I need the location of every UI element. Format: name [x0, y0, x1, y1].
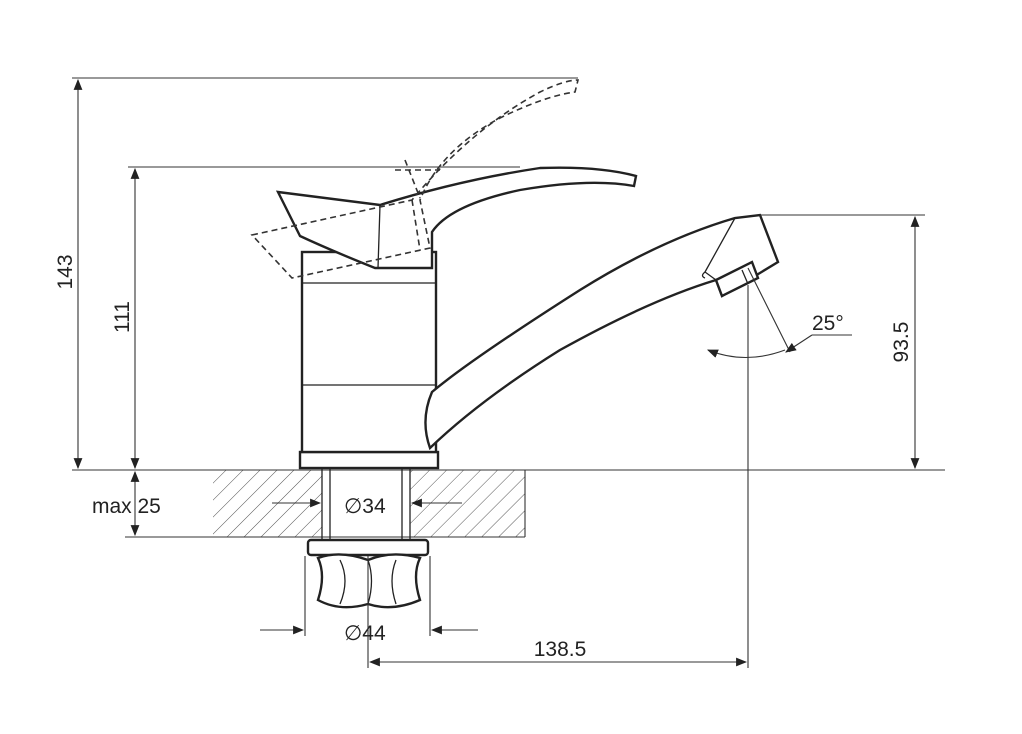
dimension-total-height: 143 — [54, 77, 578, 470]
label-111: 111 — [111, 301, 134, 333]
faucet-body — [298, 250, 440, 470]
dimension-spout-angle: 25° — [706, 267, 852, 358]
dimension-spout-reach: 138.5 — [367, 285, 749, 668]
countertop — [72, 469, 945, 538]
label-25-deg: 25° — [812, 312, 844, 335]
dimension-spout-height: 93.5 — [760, 214, 925, 470]
label-max-25: max 25 — [92, 495, 161, 518]
dimension-mount-diameter: ∅34 — [272, 495, 462, 518]
spout — [424, 213, 780, 451]
label-138-5: 138.5 — [534, 638, 587, 661]
dimension-nut-diameter: ∅44 — [260, 556, 478, 645]
dimension-handle-height: 111 — [111, 166, 520, 470]
label-d34: ∅34 — [344, 495, 386, 518]
label-93-5: 93.5 — [890, 322, 913, 363]
dimension-counter-thickness: max 25 — [92, 470, 161, 537]
label-d44: ∅44 — [344, 622, 386, 645]
lever-handle-raised — [250, 79, 580, 279]
lever-handle — [275, 166, 638, 270]
mounting-nut — [306, 538, 430, 609]
label-143: 143 — [54, 254, 77, 289]
